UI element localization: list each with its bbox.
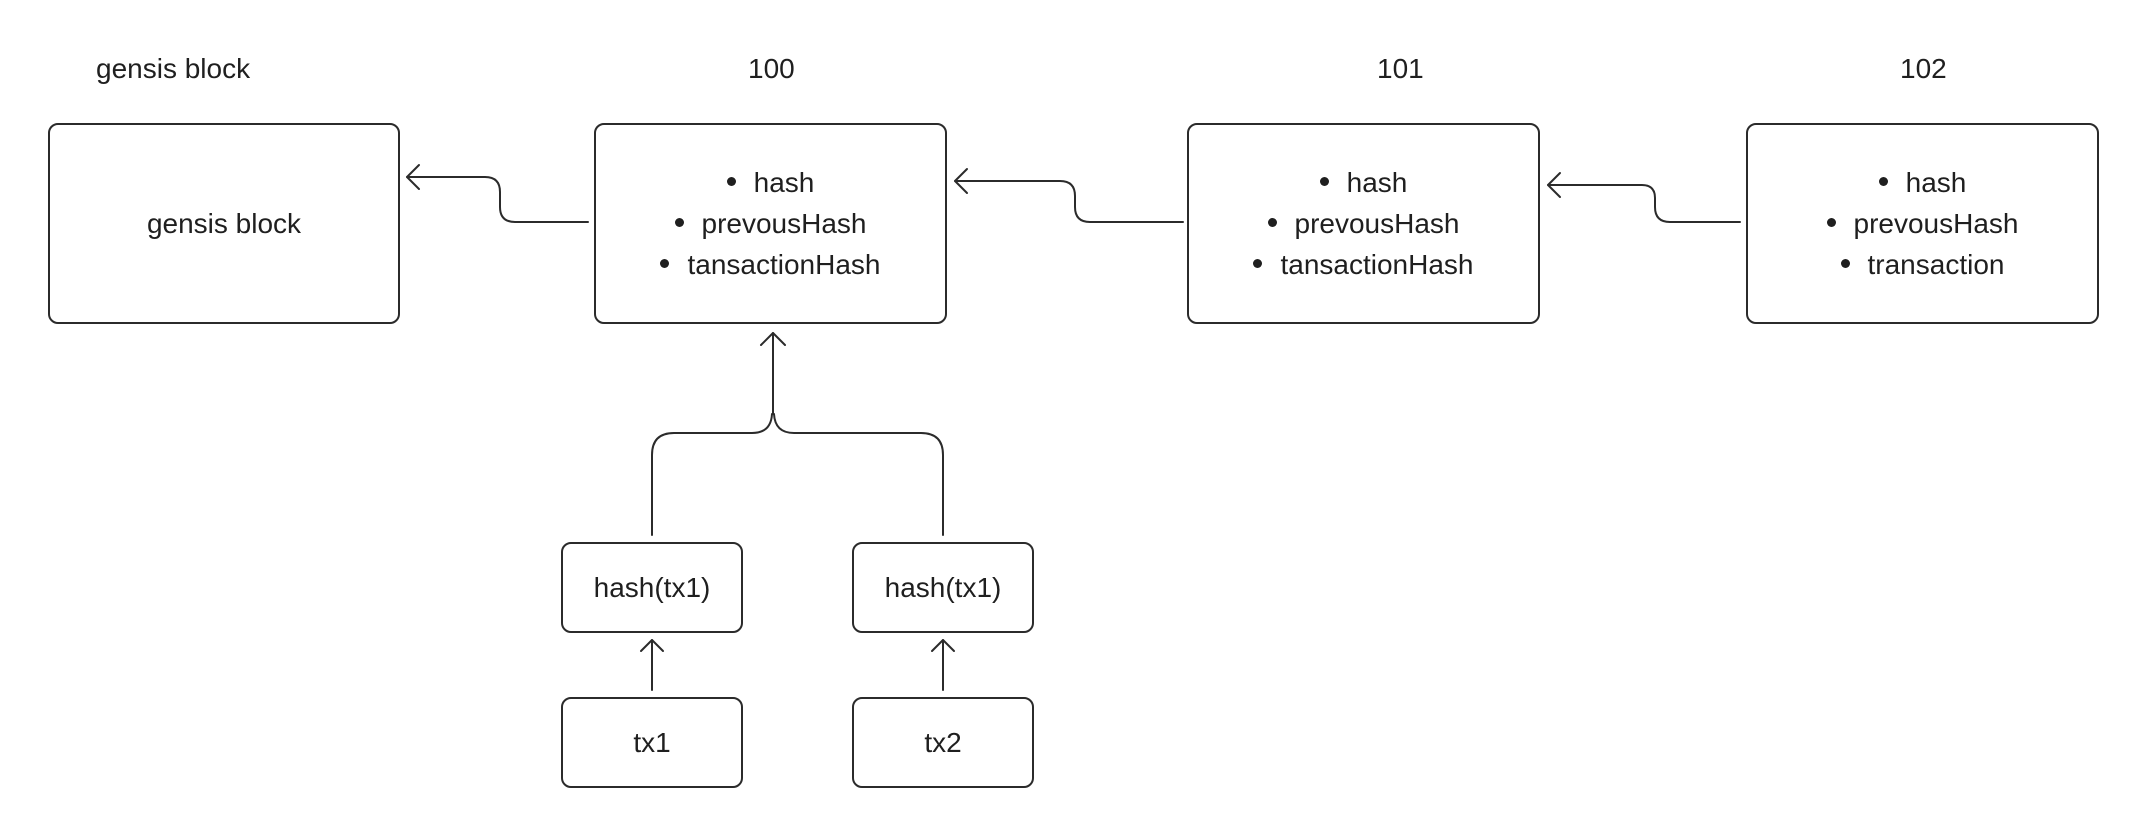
arrowhead-101 (1547, 172, 1561, 198)
bullet-icon (660, 259, 670, 269)
block-102: hash prevousHash transaction (1746, 123, 2099, 324)
merge-right-branch (773, 413, 944, 536)
hash-node-label: hash(tx1) (593, 571, 711, 603)
field-item: tansactionHash (660, 244, 881, 285)
hash-node-label: hash(tx1) (884, 571, 1002, 603)
bullet-icon (1319, 177, 1329, 187)
bullet-icon (674, 218, 684, 228)
field-item: prevousHash (1826, 203, 2019, 244)
genesis-block-title: gensis block (96, 53, 251, 84)
arrow-100-to-genesis (406, 176, 589, 223)
arrowhead-tx1 (640, 639, 664, 652)
block-101-title: 101 (1377, 53, 1424, 84)
tx-node-label: tx2 (924, 726, 962, 758)
field-item: transaction (1840, 244, 2005, 285)
arrowhead-genesis (406, 164, 420, 190)
merge-left-branch (651, 413, 773, 536)
block-102-title: 102 (1900, 53, 1947, 84)
bullet-icon (1840, 259, 1850, 269)
field-item: prevousHash (674, 203, 867, 244)
field-label: transaction (1867, 249, 2005, 280)
arrowhead-merge (760, 332, 786, 346)
field-label: tansactionHash (1280, 249, 1474, 280)
block-102-fields: hash prevousHash transaction (1826, 162, 2019, 285)
field-label: prevousHash (1294, 208, 1460, 239)
field-label: hash (1346, 167, 1408, 198)
bullet-icon (1826, 218, 1836, 228)
tx-node-2: tx2 (852, 697, 1034, 788)
field-item: hash (1878, 162, 1967, 203)
arrowhead-100 (954, 168, 968, 194)
block-101-fields: hash prevousHash tansactionHash (1253, 162, 1474, 285)
field-item: hash (1319, 162, 1408, 203)
field-label: prevousHash (1853, 208, 2019, 239)
field-item: hash (726, 162, 815, 203)
bullet-icon (1267, 218, 1277, 228)
tx-node-label: tx1 (633, 726, 671, 758)
bullet-icon (726, 177, 736, 187)
field-label: prevousHash (701, 208, 867, 239)
field-item: tansactionHash (1253, 244, 1474, 285)
block-100-fields: hash prevousHash tansactionHash (660, 162, 881, 285)
genesis-block-label: gensis block (146, 207, 302, 239)
block-100: hash prevousHash tansactionHash (594, 123, 947, 324)
genesis-block: gensis block (48, 123, 400, 324)
block-101: hash prevousHash tansactionHash (1187, 123, 1540, 324)
arrow-101-to-100 (954, 180, 1184, 223)
field-label: hash (1905, 167, 1967, 198)
hash-node-1: hash(tx1) (561, 542, 743, 633)
hash-node-2: hash(tx1) (852, 542, 1034, 633)
arrowhead-tx2 (931, 639, 955, 652)
tx-node-1: tx1 (561, 697, 743, 788)
bullet-icon (1878, 177, 1888, 187)
arrow-102-to-101 (1547, 184, 1741, 223)
field-label: tansactionHash (687, 249, 881, 280)
block-100-title: 100 (748, 53, 795, 84)
field-label: hash (753, 167, 815, 198)
bullet-icon (1253, 259, 1263, 269)
field-item: prevousHash (1267, 203, 1460, 244)
